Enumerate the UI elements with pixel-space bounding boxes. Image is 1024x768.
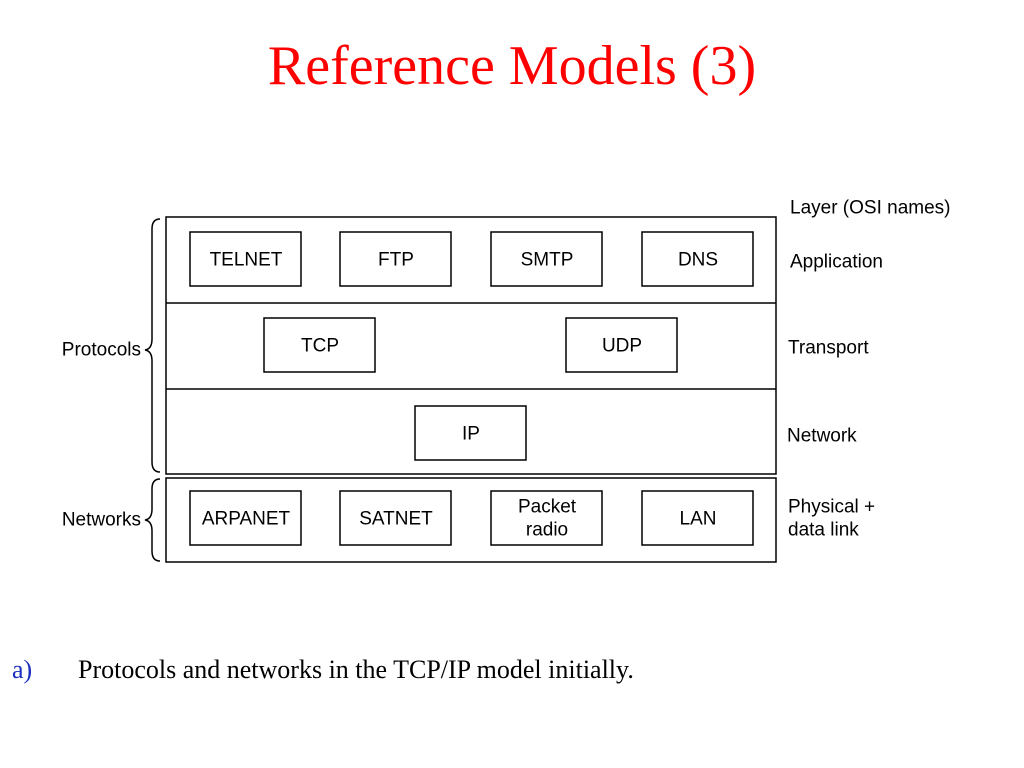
layer-header: Layer (OSI names) (790, 198, 951, 219)
layer-name-physical-line2: data link (788, 520, 859, 541)
arpanet-label: ARPANET (202, 509, 291, 530)
ip-label: IP (462, 424, 480, 445)
udp-box (565, 317, 678, 373)
satnet-box (339, 490, 452, 546)
slide-title: Reference Models (3) (267, 35, 757, 97)
smtp-box (490, 231, 603, 287)
ftp-box (339, 231, 452, 287)
telnet-label: TELNET (210, 250, 283, 271)
lan-box (641, 490, 754, 546)
tcp-box (263, 317, 376, 373)
caption-text: Protocols and networks in the TCP/IP mod… (78, 655, 634, 684)
layer-name-application: Application (790, 252, 883, 273)
ip-box (414, 405, 527, 461)
ftp-label: FTP (378, 250, 414, 271)
caption: a) Protocols and networks in the TCP/IP m… (12, 650, 634, 690)
satnet-label: SATNET (359, 509, 433, 530)
protocols-group-label: Protocols (62, 340, 141, 361)
lan-label: LAN (680, 509, 717, 530)
networks-group-label: Networks (62, 510, 141, 531)
packet-radio-label-line1: Packet (518, 497, 577, 518)
dns-label: DNS (678, 250, 718, 271)
layer-name-physical-line1: Physical + (788, 497, 875, 518)
smtp-label: SMTP (521, 250, 574, 271)
networks-brace (144, 478, 161, 562)
packet-radio-label-line2: radio (526, 520, 568, 541)
protocols-brace (144, 218, 161, 473)
tcp-label: TCP (301, 336, 339, 357)
protocols-stack-frame (165, 216, 777, 475)
caption-marker: a) (12, 655, 33, 684)
layer-name-network: Network (787, 426, 857, 447)
telnet-box (189, 231, 302, 287)
layer-name-transport: Transport (788, 338, 869, 359)
dns-box (641, 231, 754, 287)
networks-stack-frame (165, 477, 777, 563)
packet-radio-box (490, 490, 603, 546)
udp-label: UDP (602, 336, 642, 357)
arpanet-box (189, 490, 302, 546)
